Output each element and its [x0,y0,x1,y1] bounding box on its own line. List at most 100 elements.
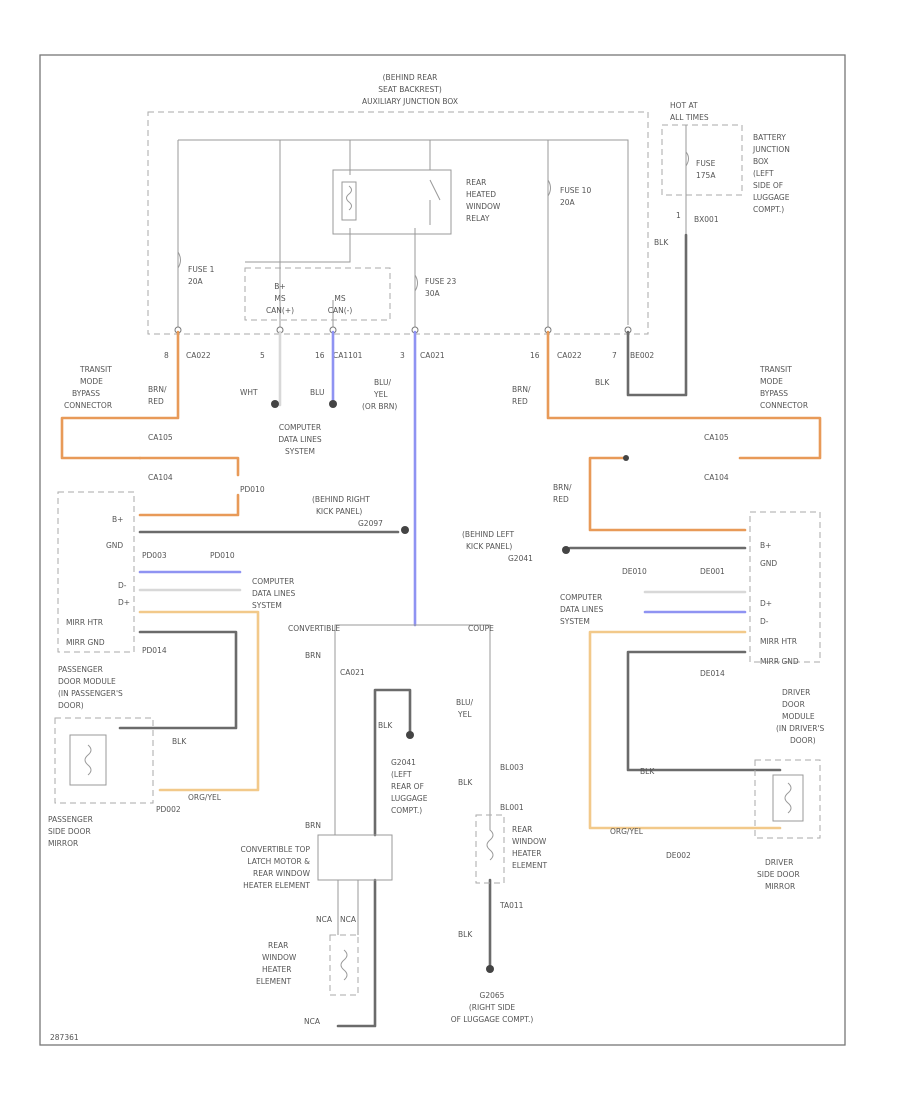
right-brn-red-4: RED [553,495,569,504]
nca-1: NCA [316,915,333,924]
center-blk-label-2: BLK [458,778,473,787]
center-blu: BLU [310,388,324,397]
right-module-4: (IN DRIVER'S [776,724,824,733]
fuse23-rating: 30A [425,289,441,298]
right-brn-red-2: RED [512,397,528,406]
left-mirror-3: MIRROR [48,839,78,848]
g2065-3: OF LUGGAGE COMPT.) [451,1015,534,1024]
aux-junction-box [147,111,649,335]
convertible-top-component [317,834,393,881]
right-mirror-3: MIRROR [765,882,795,891]
battery-pin: 1 [676,211,681,220]
left-module-2: DOOR MODULE [58,677,116,686]
left-pd002: PD002 [156,805,181,814]
battery-conn: BX001 [694,215,719,224]
wire-brn-red-left [60,330,180,460]
battery-label-7: COMPT.) [753,205,784,214]
relay-label-3: WINDOW [466,202,501,211]
left-data-2: DATA LINES [252,589,295,598]
junction-title-2: SEAT BACKREST) [378,85,442,94]
left-data-1: COMPUTER [252,577,294,586]
left-pd003: PD003 [142,551,167,560]
rear-window-heater-box [475,814,505,884]
relay-switch-icon [429,179,441,225]
battery-fuse-label: FUSE [696,159,716,168]
center-bl001: BL001 [500,803,524,812]
conn-ca021: CA021 [420,351,445,360]
passenger-door-module [57,491,135,653]
left-module-4: DOOR) [58,701,84,710]
conv-2: LATCH MOTOR & [247,857,310,866]
wire-blu-yel-coupe [414,624,491,831]
center-blk-label: BLK [378,721,393,730]
relay-label-4: RELAY [466,214,490,223]
center-wht: WHT [240,388,258,397]
conv-1: CONVERTIBLE TOP [240,845,310,854]
right-ca105: CA105 [704,433,729,442]
ms-ms2: MS [334,294,345,303]
left-mirror-2: SIDE DOOR [48,827,91,836]
left-pd010: PD010 [240,485,265,494]
wire-blk-conv-ground [373,688,412,837]
nca-3: NCA [304,1017,321,1026]
battery-label-4: (LEFT [753,169,774,178]
data-lines-3: SYSTEM [285,447,315,456]
center-bluyel-1: BLU/ [374,378,391,387]
data-lines-1: COMPUTER [279,423,321,432]
battery-label-3: BOX [753,157,769,166]
left-kick-2: KICK PANEL) [316,507,362,516]
left-transit-1: TRANSIT [79,365,112,374]
splice-coupe: COUPE [468,624,494,633]
g2065-1: G2065 [480,991,505,1000]
heater-element-icon [486,829,494,861]
conn-be002: BE002 [630,351,654,360]
center-ca021: CA021 [340,668,365,677]
center-blk-label-3: BLK [458,930,473,939]
right-blk-battery: BLK [595,378,610,387]
battery-fuse-rating: 175A [696,171,716,180]
center-brn-label: BRN [305,651,321,660]
ground-dot [562,546,570,554]
ground-dot [329,400,337,408]
ground-dot [486,965,494,973]
coupe-bluyel-1: BLU/ [456,698,473,707]
ground-dot [406,731,414,739]
fuse1-label: FUSE 1 [188,265,215,274]
left-pin-gnd: GND [106,541,123,550]
left-blk-label: BLK [172,737,187,746]
left-pd014: PD014 [142,646,167,655]
ms-can-minus: CAN(-) [328,306,353,315]
ms-bplus: B+ [274,282,285,291]
left-ca105: CA105 [148,433,173,442]
battery-label-2: JUNCTION [752,145,790,154]
left-mirror-element-icon [84,744,92,776]
right-kick-3: G2041 [508,554,533,563]
nca-element-icon [340,949,348,981]
right-de010: DE010 [622,567,647,576]
rear-heater-nca-box [329,934,359,996]
right-module-5: DOOR) [790,736,816,745]
right-blk-label: BLK [640,767,655,776]
right-transit-1: TRANSIT [759,365,792,374]
battery-hot-2: ALL TIMES [670,113,709,122]
battery-label-1: BATTERY [753,133,786,142]
wire-brn-red-left-2 [138,456,240,477]
conv-4: HEATER ELEMENT [243,881,310,890]
left-module-3: (IN PASSENGER'S [58,689,123,698]
wire-org-yel-right [588,630,782,830]
right-de014: DE014 [700,669,725,678]
junction-title-3: AUXILIARY JUNCTION BOX [362,97,458,106]
center-ta011: TA011 [499,901,524,910]
right-kick-1: (BEHIND LEFT [462,530,515,539]
right-module-3: MODULE [782,712,815,721]
left-orgyel-label: ORG/YEL [188,793,222,802]
wire-brn-red-left-3 [138,493,240,517]
wire-blk-conv-bottom [336,878,377,1028]
right-pin-bplus: B+ [760,541,771,550]
center-bl003: BL003 [500,763,524,772]
relay-label-2: HEATED [466,190,496,199]
relay-label-1: REAR [466,178,486,187]
right-module-2: DOOR [782,700,805,709]
center-bluyel-3: (OR BRN) [362,402,397,411]
